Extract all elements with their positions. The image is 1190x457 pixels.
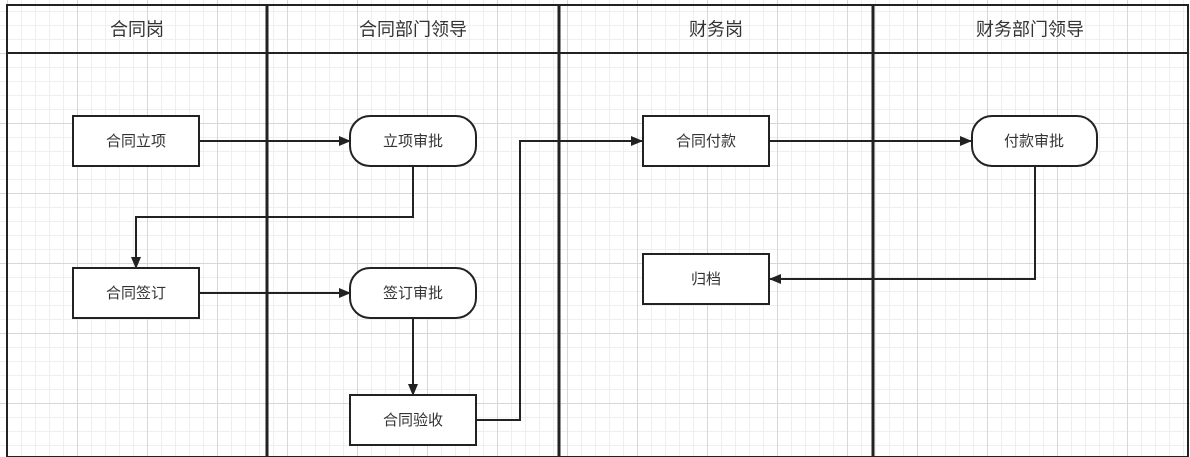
node-label-approve-sign: 签订审批 xyxy=(383,284,443,302)
node-label-contract-accept: 合同验收 xyxy=(383,411,443,429)
node-label-contract-init: 合同立项 xyxy=(106,132,166,150)
connector-approve-project-to-sign[interactable] xyxy=(131,166,414,269)
lane-title-finance-leader: 财务部门领导 xyxy=(976,20,1084,41)
node-label-approve-payment: 付款审批 xyxy=(1004,132,1064,150)
lane-title-contract-staff: 合同岗 xyxy=(110,20,164,41)
lane-title-contract-leader: 合同部门领导 xyxy=(359,20,467,41)
connector-approve-payment-to-archive[interactable] xyxy=(769,166,1036,284)
node-contract-pay[interactable]: 合同付款 xyxy=(642,115,770,167)
node-approve-project[interactable]: 立项审批 xyxy=(349,115,477,167)
lane-title-finance-staff: 财务岗 xyxy=(689,20,743,41)
node-label-approve-project: 立项审批 xyxy=(383,132,443,150)
swimlane-frame xyxy=(6,4,1189,457)
node-label-contract-sign: 合同签订 xyxy=(106,284,166,302)
node-approve-sign[interactable]: 签订审批 xyxy=(349,267,477,319)
node-label-contract-pay: 合同付款 xyxy=(676,132,736,150)
node-contract-accept[interactable]: 合同验收 xyxy=(349,394,477,446)
lane-contract-leader[interactable]: 合同部门领导 xyxy=(359,20,467,41)
node-contract-sign[interactable]: 合同签订 xyxy=(72,267,200,319)
lane-contract-staff[interactable]: 合同岗 xyxy=(110,20,164,41)
lane-finance-staff[interactable]: 财务岗 xyxy=(689,20,743,41)
node-approve-payment[interactable]: 付款审批 xyxy=(971,115,1098,167)
connector-accept-to-pay[interactable] xyxy=(476,136,643,421)
node-contract-init[interactable]: 合同立项 xyxy=(72,115,200,167)
node-archive[interactable]: 归档 xyxy=(642,253,770,305)
lane-finance-leader[interactable]: 财务部门领导 xyxy=(976,20,1084,41)
node-label-archive: 归档 xyxy=(691,270,721,288)
